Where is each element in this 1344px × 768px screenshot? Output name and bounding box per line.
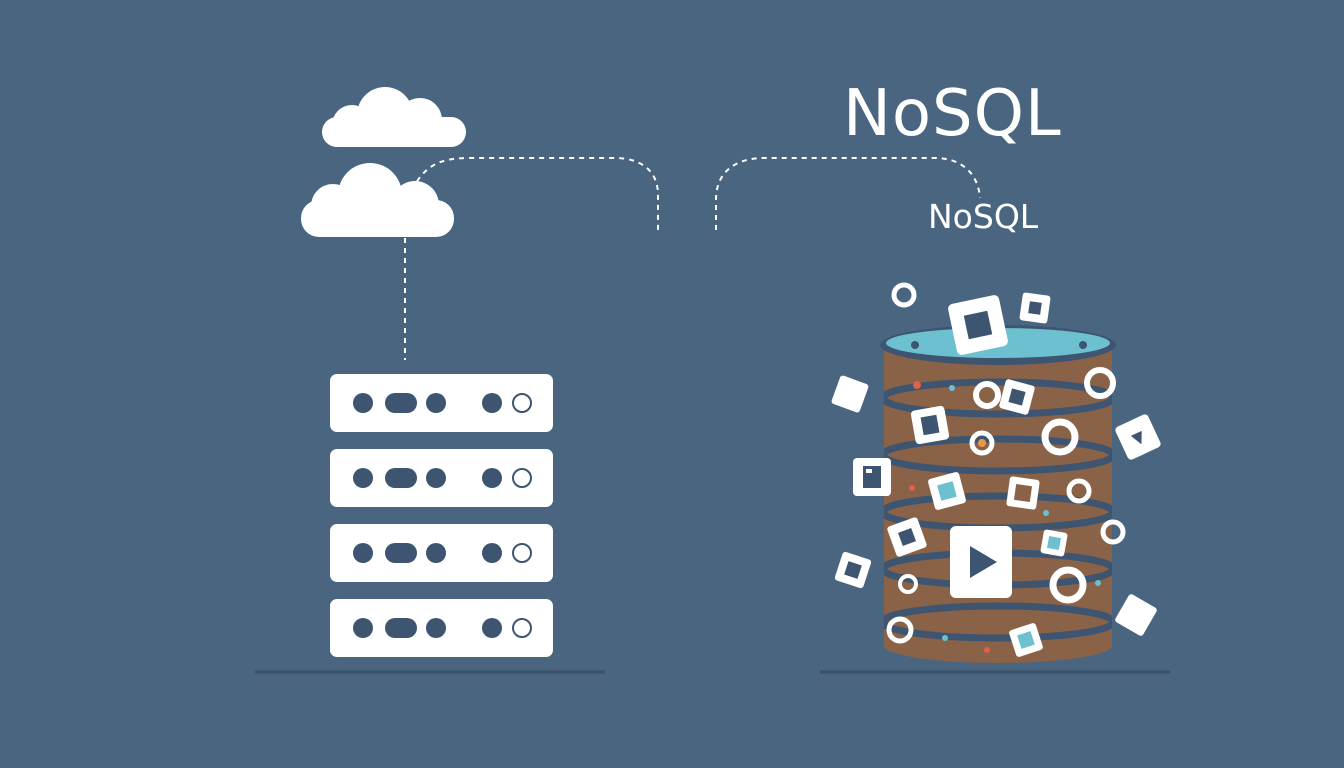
play-icon — [950, 526, 1012, 598]
gear-icon — [886, 616, 914, 644]
gear-icon — [973, 381, 1001, 409]
square-icon — [928, 472, 966, 510]
square-icon — [1115, 594, 1157, 636]
accent-dot — [1095, 580, 1101, 586]
accent-dot — [984, 647, 990, 653]
gear-icon — [1084, 367, 1116, 399]
accent-dot — [949, 385, 955, 391]
gear-icon — [891, 282, 917, 308]
gear-icon — [1066, 478, 1092, 504]
accent-dot — [1043, 510, 1049, 516]
database-cylinder-icon — [876, 325, 1120, 663]
square-icon — [1009, 623, 1043, 657]
square-icon — [887, 517, 927, 557]
gear-icon — [898, 574, 918, 594]
accent-dot — [942, 635, 948, 641]
square-icon — [1006, 476, 1040, 510]
cloud-icon — [301, 163, 454, 237]
server-unit — [330, 524, 553, 582]
square-icon — [831, 375, 869, 413]
square-icon — [1040, 529, 1068, 557]
square-icon — [1019, 292, 1051, 324]
square-icon — [948, 295, 1008, 355]
accent-dot — [909, 485, 915, 491]
connector-nosql-arc — [715, 157, 981, 230]
square-icon — [834, 551, 872, 589]
gear-icon — [969, 430, 995, 456]
accent-dot — [913, 381, 921, 389]
gear-icon — [1100, 519, 1126, 545]
connector-cloud-arc — [411, 157, 659, 230]
accent-dot — [978, 439, 986, 447]
gear-icon — [1041, 418, 1079, 456]
square-icon — [999, 379, 1035, 415]
document-icon — [853, 458, 891, 496]
server-unit — [330, 374, 553, 432]
server-unit — [330, 599, 553, 657]
document-icon — [910, 405, 950, 445]
server-unit — [330, 449, 553, 507]
diamond-icon — [1115, 414, 1161, 460]
cloud-icon — [322, 87, 466, 147]
server-rack-icon — [330, 374, 553, 657]
nosql-title: NoSQL — [843, 77, 1062, 151]
gear-icon — [1049, 566, 1087, 604]
nosql-subtitle: NoSQL — [928, 197, 1039, 236]
